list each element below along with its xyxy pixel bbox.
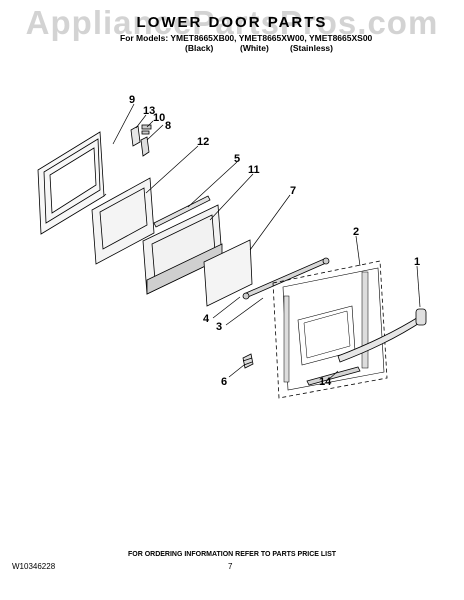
callout-8: 8 (165, 120, 171, 132)
page-number: 7 (228, 562, 233, 571)
callout-5: 5 (234, 153, 240, 165)
callout-3: 3 (216, 321, 222, 333)
door-handle (337, 308, 427, 363)
ordering-note: FOR ORDERING INFORMATION REFER TO PARTS … (127, 551, 337, 558)
outer-door-panel (37, 131, 107, 235)
callout-13: 13 (143, 105, 155, 117)
callout-leaders (112, 103, 421, 381)
bottom-door-trim (306, 366, 361, 386)
callout-7: 7 (290, 185, 296, 197)
screw (242, 353, 254, 369)
variant-black: (Black) (185, 43, 214, 53)
hinge-rod (242, 257, 330, 300)
callout-6: 6 (221, 376, 227, 388)
callout-12: 12 (197, 136, 209, 148)
callout-11: 11 (248, 164, 260, 176)
watermark: AppliancePartsPros.com (25, 4, 439, 41)
glass-panel-inner (203, 239, 253, 307)
door-assembly (272, 260, 388, 399)
callout-9: 9 (129, 94, 135, 106)
model-numbers: For Models: YMET8665XB00, YMET8665XW00, … (120, 33, 373, 43)
variant-stainless: (Stainless) (290, 43, 333, 53)
glass-panel-outer (91, 177, 155, 265)
hinge-bracket (130, 124, 152, 157)
page-title: LOWER DOOR PARTS (136, 14, 328, 31)
callout-14: 14 (319, 376, 332, 388)
document-number: W10346228 (12, 562, 56, 571)
callout-4: 4 (203, 313, 210, 325)
variant-white: (White) (240, 43, 269, 53)
callout-2: 2 (353, 226, 359, 238)
callout-1: 1 (414, 256, 420, 268)
callout-10: 10 (153, 112, 165, 124)
